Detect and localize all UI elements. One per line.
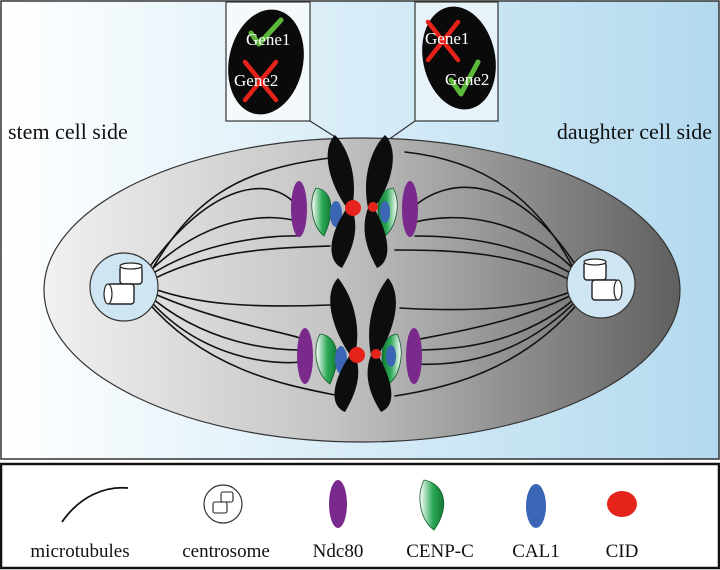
legend-microtubule-swatch: [61, 486, 129, 523]
microtubule: [145, 299, 336, 396]
microtubule: [145, 216, 301, 276]
legend-box: [0, 462, 720, 570]
gene-label: Gene2: [445, 70, 489, 89]
legend-cid-swatch: [607, 491, 637, 517]
chromosome: [364, 135, 393, 268]
chromosome: [327, 135, 356, 268]
microtubule: [145, 235, 301, 279]
centrosome-left: [89, 252, 159, 322]
cid-centromere: [368, 202, 378, 212]
microtubule: [414, 235, 581, 280]
chromosome-pair-top: [291, 135, 418, 268]
gene-inset-right: Gene1 Gene2: [414, 1, 499, 122]
cell-body: [43, 137, 681, 443]
microtubule: [145, 289, 301, 339]
cross-icon: [242, 59, 279, 103]
cal1-kinetochore: [386, 345, 396, 367]
legend-label-microtubules: microtubules: [30, 541, 129, 562]
microtubule: [399, 287, 581, 311]
ndc80-kinetochore: [402, 181, 418, 237]
ndc80-kinetochore: [297, 328, 313, 384]
legend-cenp-c-swatch: [419, 479, 445, 531]
legend-label-cenp-c: CENP-C: [406, 541, 474, 562]
cid-centromere: [371, 349, 381, 359]
ndc80-kinetochore: [291, 181, 307, 237]
cenp-c-kinetochore: [311, 187, 332, 237]
microtubule-group: [145, 151, 581, 397]
microtubule: [145, 292, 301, 351]
microtubule: [145, 285, 331, 307]
daughter-cell-side-label: daughter cell side: [557, 119, 712, 144]
cal1-kinetochore: [380, 201, 390, 223]
cenp-c-kinetochore: [315, 333, 338, 385]
stem-cell-side-label: stem cell side: [8, 119, 128, 144]
legend-label-cid: CID: [606, 541, 639, 562]
legend-ndc80-swatch: [329, 480, 347, 528]
cid-centromere: [349, 347, 365, 363]
microtubule: [404, 151, 581, 283]
microtubule: [145, 157, 331, 281]
inset-connector-right: [387, 120, 416, 141]
microtubule: [145, 245, 331, 284]
legend: microtubules centrosome Ndc80 CENP-C CAL…: [0, 462, 720, 570]
gene-label: Gene1: [246, 30, 290, 49]
cross-icon: [425, 19, 461, 63]
check-icon: [448, 59, 481, 97]
cal1-kinetochore: [330, 201, 342, 227]
gene-inset-left: Gene1 Gene2: [225, 1, 311, 122]
legend-label-ndc80: Ndc80: [313, 541, 364, 562]
microtubule: [394, 300, 581, 397]
ndc80-kinetochore: [406, 328, 422, 384]
microtubule: [414, 293, 581, 351]
microtubule: [414, 290, 581, 341]
microtubule: [145, 295, 301, 364]
gene-label: Gene2: [234, 71, 278, 90]
legend-cal1-swatch: [526, 484, 546, 528]
microtubule: [414, 296, 581, 366]
legend-centrosome-swatch: [203, 484, 243, 524]
legend-label-cal1: CAL1: [512, 541, 560, 562]
chromosome-pair-bottom: [297, 278, 422, 412]
chromosome: [367, 278, 396, 412]
legend-label-centrosome: centrosome: [182, 541, 270, 562]
centrosome-right: [566, 249, 636, 319]
chromosome: [330, 278, 359, 412]
microtubule: [414, 216, 581, 277]
check-icon: [248, 17, 284, 47]
cid-centromere: [345, 200, 361, 216]
microtubule: [394, 249, 581, 286]
gene-label: Gene1: [425, 29, 469, 48]
